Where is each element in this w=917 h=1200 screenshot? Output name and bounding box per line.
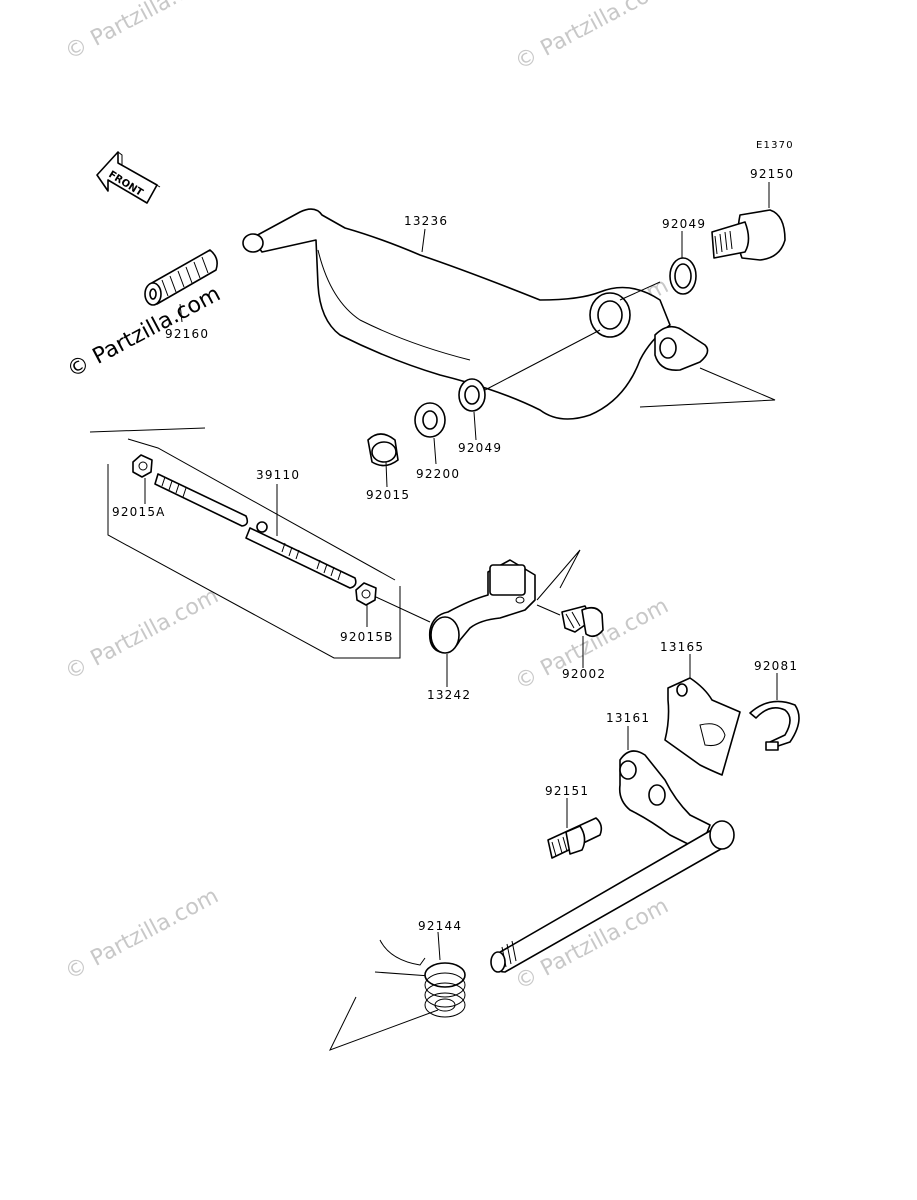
bolt-92151 xyxy=(547,817,603,859)
part-label-92049-lower[interactable]: 92049 xyxy=(458,441,502,455)
bolt-92150 xyxy=(711,209,786,261)
part-label-39110[interactable]: 39110 xyxy=(256,468,300,482)
part-label-92144[interactable]: 92144 xyxy=(418,919,462,933)
part-labels: 13236 92150 92049 92160 92049 92200 9201… xyxy=(112,167,798,933)
leader-lines xyxy=(144,182,778,961)
plate-13165 xyxy=(664,677,741,776)
part-label-92002[interactable]: 92002 xyxy=(562,667,606,681)
pedal-rubber xyxy=(144,249,218,306)
washer-92049-upper xyxy=(669,257,697,295)
washer-92200 xyxy=(414,402,446,438)
watermark: © Partzilla.com xyxy=(61,884,223,986)
watermark: © Partzilla.com xyxy=(61,0,223,65)
shift-lever-13242 xyxy=(428,559,536,654)
part-label-92160[interactable]: 92160 xyxy=(165,327,209,341)
spring-92144 xyxy=(374,939,466,1018)
part-label-13161[interactable]: 13161 xyxy=(606,711,650,725)
part-label-13236[interactable]: 13236 xyxy=(404,214,448,228)
shift-shaft-13161 xyxy=(490,750,735,973)
bolt-92002 xyxy=(561,605,604,638)
part-label-92015A[interactable]: 92015A xyxy=(112,505,166,519)
part-label-13242[interactable]: 13242 xyxy=(427,688,471,702)
shift-pedal xyxy=(242,208,709,420)
tie-rod xyxy=(154,473,357,589)
nut-92015B xyxy=(355,582,377,606)
part-label-92081[interactable]: 92081 xyxy=(754,659,798,673)
part-label-92151[interactable]: 92151 xyxy=(545,784,589,798)
watermark: © Partzilla.com xyxy=(61,584,223,686)
part-label-92049-upper[interactable]: 92049 xyxy=(662,217,706,231)
part-label-92015B[interactable]: 92015B xyxy=(340,630,394,644)
part-label-92200[interactable]: 92200 xyxy=(416,467,460,481)
washer-92049-lower xyxy=(458,378,486,412)
nut-92015A xyxy=(132,454,153,478)
part-label-92015[interactable]: 92015 xyxy=(366,488,410,502)
diagram-code: E1370 xyxy=(756,140,794,151)
part-label-13165[interactable]: 13165 xyxy=(660,640,704,654)
clip-92081 xyxy=(749,700,800,751)
front-arrow-icon: FRONT xyxy=(96,151,161,204)
cap-nut-92015 xyxy=(367,433,399,467)
watermark: © Partzilla.com xyxy=(511,0,673,75)
part-label-92150[interactable]: 92150 xyxy=(750,167,794,181)
